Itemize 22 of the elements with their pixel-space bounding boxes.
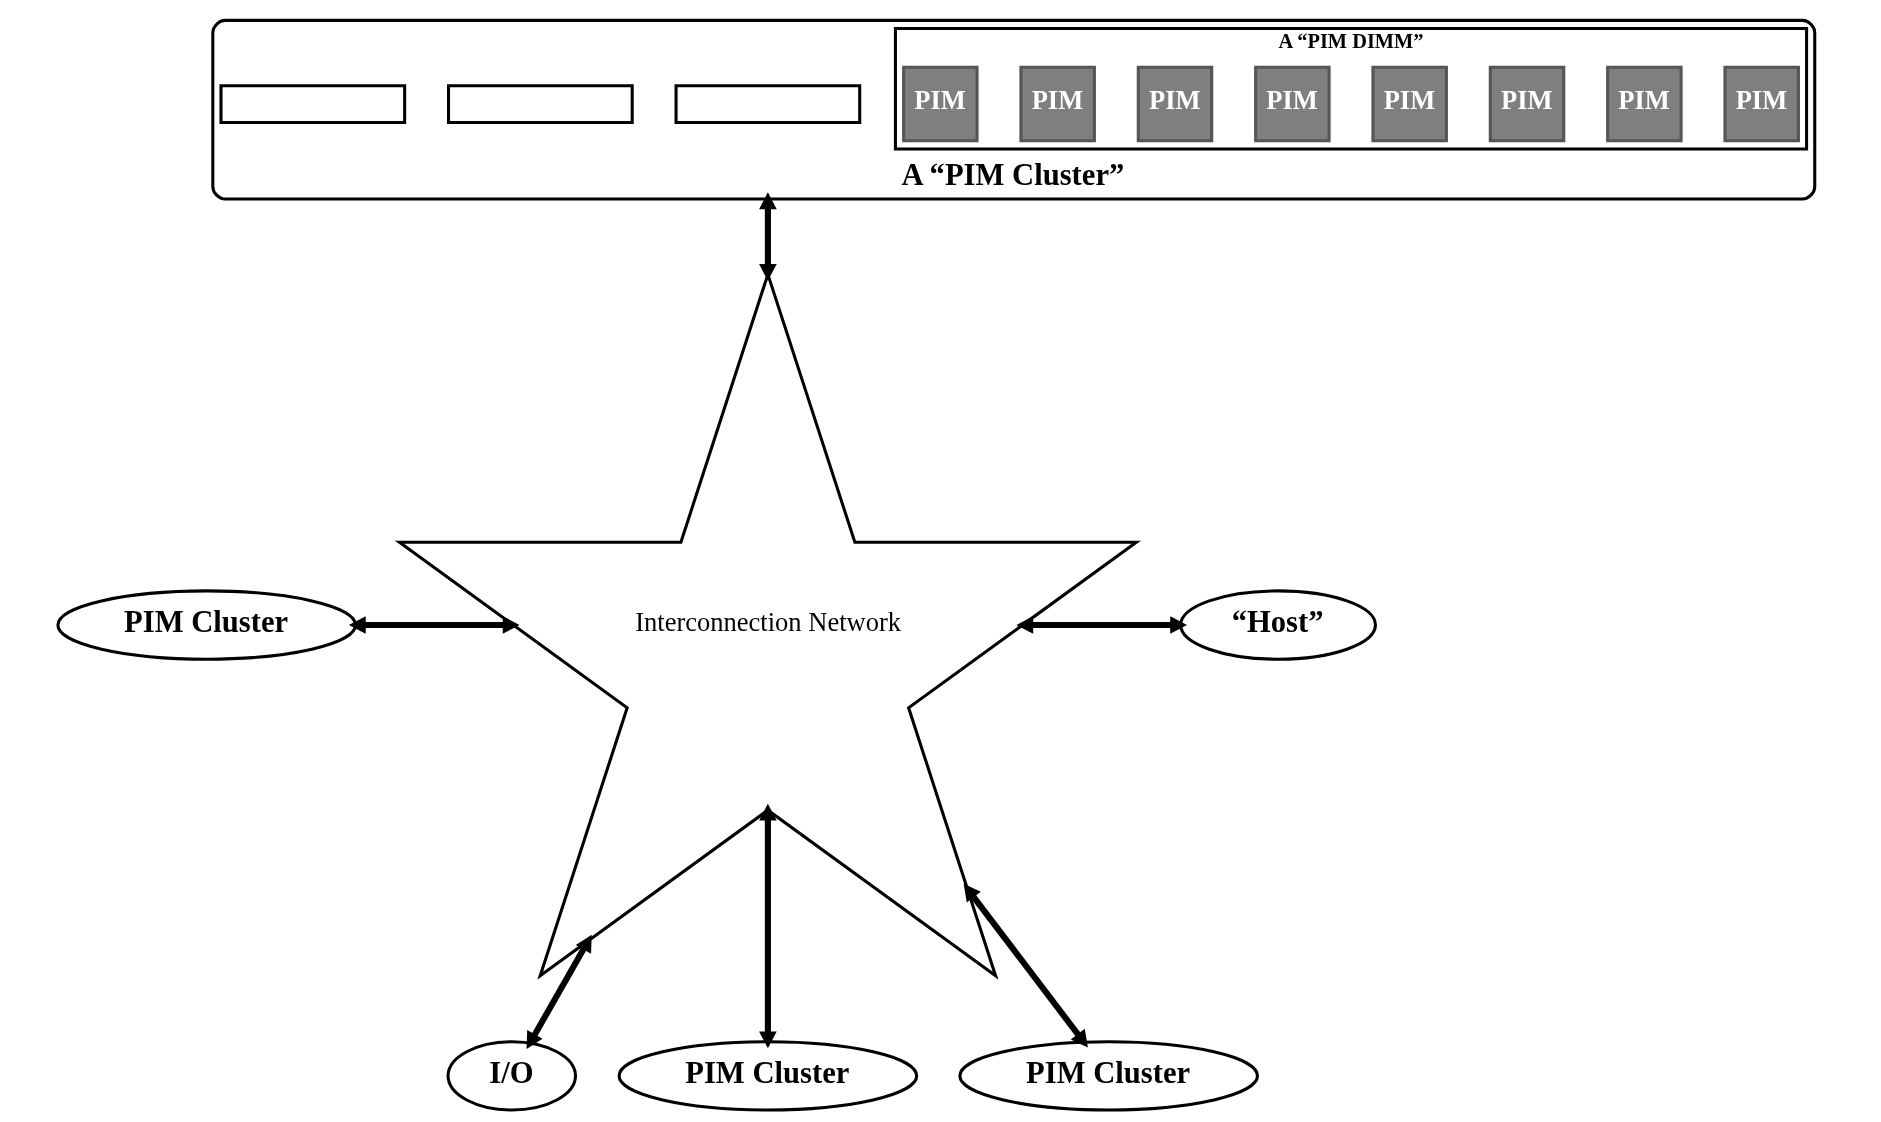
node-ellipse: “Host”	[1179, 589, 1377, 661]
arrow	[1016, 616, 1187, 634]
node-box	[674, 84, 862, 124]
node-box: PIM	[1019, 65, 1096, 143]
node-box: PIM	[1723, 65, 1800, 143]
node-box	[447, 84, 634, 124]
node-box: PIM	[1606, 65, 1683, 143]
node-box: PIM	[1488, 65, 1566, 143]
arrow	[963, 883, 1088, 1048]
node-box	[219, 84, 407, 124]
node-box: PIM	[1371, 65, 1448, 143]
node-box: PIM	[902, 65, 979, 143]
arrow	[759, 192, 777, 281]
node-box: PIM	[1254, 65, 1331, 143]
arrow	[348, 616, 520, 634]
arrow	[759, 803, 777, 1049]
arrow	[526, 934, 592, 1049]
node-ellipse: I/O	[446, 1040, 578, 1112]
node-box: PIM	[1136, 65, 1214, 143]
node-ellipse: PIM Cluster	[617, 1040, 919, 1112]
node-ellipse: PIM Cluster	[56, 589, 358, 661]
node-ellipse: PIM Cluster	[958, 1040, 1259, 1112]
